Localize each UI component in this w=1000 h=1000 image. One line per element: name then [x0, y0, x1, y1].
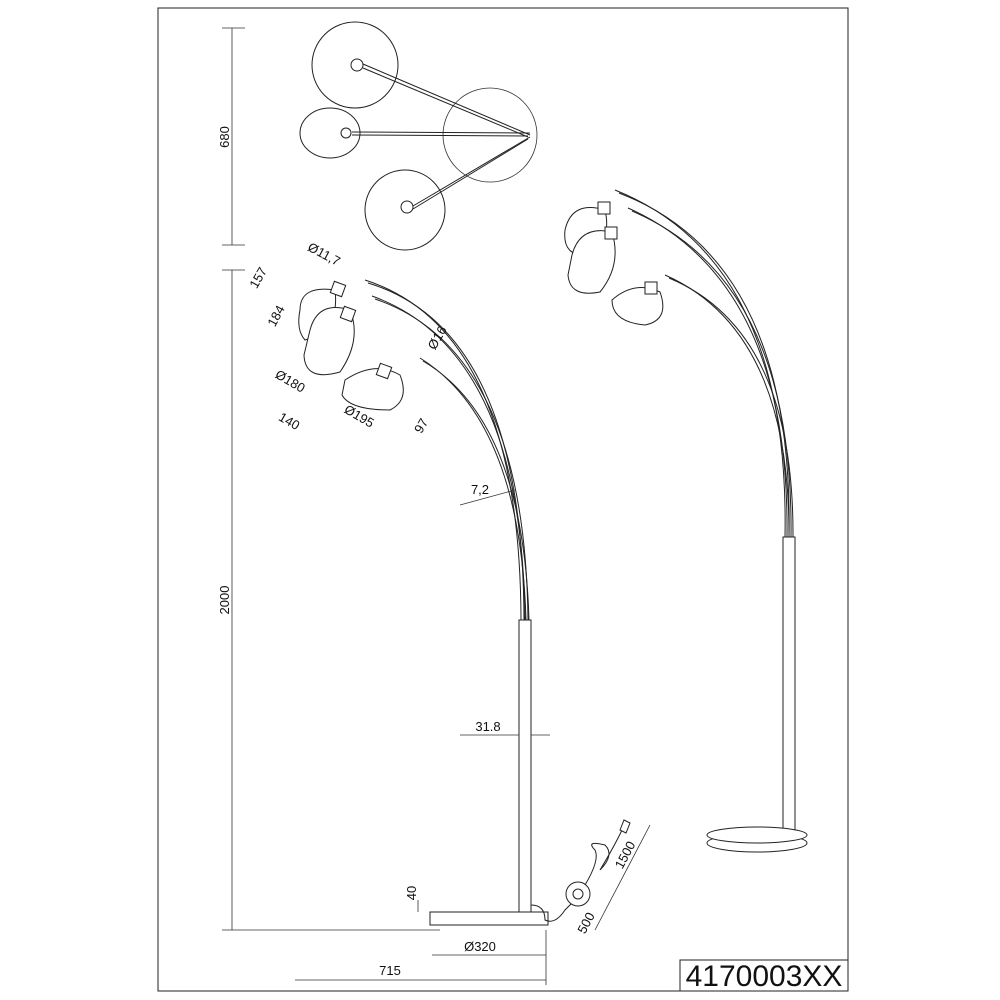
top-view — [222, 21, 538, 251]
lamp-front-view — [222, 269, 651, 985]
right-shade-3 — [611, 287, 664, 326]
top-view-shade-2 — [299, 107, 361, 159]
right-pole — [782, 536, 796, 836]
shade-2 — [303, 307, 355, 376]
dim-arm-diameter: Ø11,7 — [305, 239, 342, 268]
product-code: 4170003XX — [686, 960, 843, 993]
dim-2000: 2000 — [217, 586, 232, 615]
dim-180: Ø180 — [273, 367, 308, 396]
right-shade-2 — [567, 230, 616, 294]
pole — [518, 619, 532, 913]
dim-715: 715 — [379, 963, 401, 978]
dim-7-2: 7,2 — [471, 482, 489, 497]
coiled-cable — [584, 829, 623, 886]
dim-680: 680 — [217, 126, 232, 148]
dim-97: 97 — [411, 416, 431, 436]
title-box — [679, 959, 849, 992]
foot-switch — [565, 881, 591, 907]
dim-500: 500 — [574, 910, 597, 936]
base — [429, 911, 549, 926]
top-view-shade-3 — [364, 169, 446, 251]
dim-31-8: 31.8 — [475, 719, 500, 734]
dim-140: 140 — [276, 409, 302, 433]
drawing-frame — [157, 7, 849, 992]
dim-40: 40 — [404, 886, 419, 900]
dim-157: 157 — [246, 265, 270, 291]
dim-184: 184 — [264, 303, 287, 329]
top-view-shade-1 — [311, 21, 399, 109]
plug — [619, 819, 631, 834]
top-view-arc-circle — [442, 87, 538, 183]
dim-320: Ø320 — [464, 939, 496, 954]
lamp-perspective-view — [564, 189, 808, 853]
